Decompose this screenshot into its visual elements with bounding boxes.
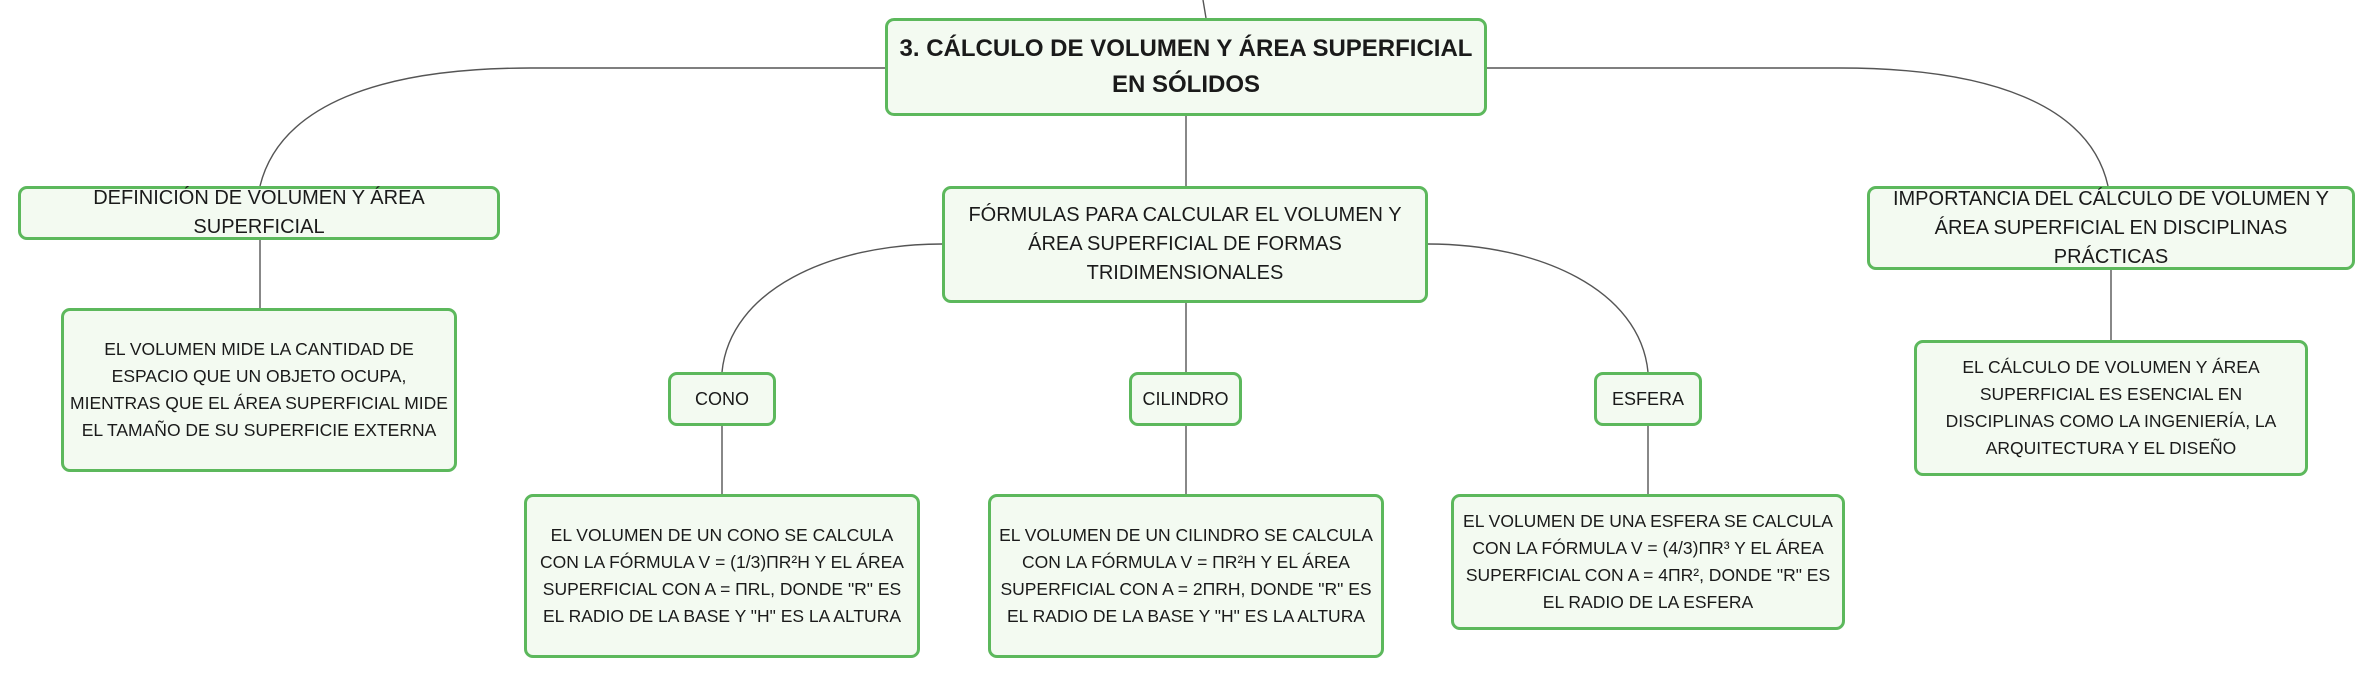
cone-detail[interactable]: EL VOLUMEN DE UN CONO SE CALCULA CON LA … xyxy=(524,494,920,658)
importance-detail[interactable]: EL CÁLCULO DE VOLUMEN Y ÁREA SUPERFICIAL… xyxy=(1914,340,2308,476)
connector-root-importance xyxy=(1487,67,2109,187)
connector-root-definition xyxy=(259,67,885,187)
cylinder-detail-text: EL VOLUMEN DE UN CILINDRO SE CALCULA CON… xyxy=(999,525,1373,626)
topic-definition[interactable]: DEFINICIÓN DE VOLUMEN Y ÁREA SUPERFICIAL xyxy=(18,186,500,240)
cone-detail-text: EL VOLUMEN DE UN CONO SE CALCULA CON LA … xyxy=(540,525,904,626)
sphere-detail-text: EL VOLUMEN DE UNA ESFERA SE CALCULA CON … xyxy=(1463,511,1833,612)
topic-importance[interactable]: IMPORTANCIA DEL CÁLCULO DE VOLUMEN Y ÁRE… xyxy=(1867,186,2355,270)
topic-formulas[interactable]: FÓRMULAS PARA CALCULAR EL VOLUMEN Y ÁREA… xyxy=(942,186,1428,303)
sphere-detail[interactable]: EL VOLUMEN DE UNA ESFERA SE CALCULA CON … xyxy=(1451,494,1845,630)
topic-importance-text: IMPORTANCIA DEL CÁLCULO DE VOLUMEN Y ÁRE… xyxy=(1892,187,2330,268)
subtopic-cone[interactable]: CONO xyxy=(668,372,776,426)
central-topic[interactable]: 3. CÁLCULO DE VOLUMEN Y ÁREA SUPERFICIAL… xyxy=(885,18,1487,116)
definition-detail-text: EL VOLUMEN MIDE LA CANTIDAD DE ESPACIO Q… xyxy=(70,339,448,440)
subtopic-cylinder[interactable]: CILINDRO xyxy=(1129,372,1242,426)
subtopic-sphere[interactable]: ESFERA xyxy=(1594,372,1702,426)
subtopic-cylinder-text: CILINDRO xyxy=(1142,388,1229,409)
definition-detail[interactable]: EL VOLUMEN MIDE LA CANTIDAD DE ESPACIO Q… xyxy=(61,308,457,472)
subtopic-cone-text: CONO xyxy=(695,388,749,409)
importance-detail-text: EL CÁLCULO DE VOLUMEN Y ÁREA SUPERFICIAL… xyxy=(1945,357,2277,458)
subtopic-sphere-text: ESFERA xyxy=(1611,388,1685,409)
central-topic-text: 3. CÁLCULO DE VOLUMEN Y ÁREA SUPERFICIAL… xyxy=(899,35,1473,98)
connector-incoming xyxy=(1202,0,1207,19)
cylinder-detail[interactable]: EL VOLUMEN DE UN CILINDRO SE CALCULA CON… xyxy=(988,494,1384,658)
topic-formulas-text: FÓRMULAS PARA CALCULAR EL VOLUMEN Y ÁREA… xyxy=(968,204,1402,284)
connector-formulas-sphere xyxy=(1427,243,1649,373)
topic-definition-text: DEFINICIÓN DE VOLUMEN Y ÁREA SUPERFICIAL xyxy=(93,187,425,238)
connector-formulas-cone xyxy=(721,243,943,373)
